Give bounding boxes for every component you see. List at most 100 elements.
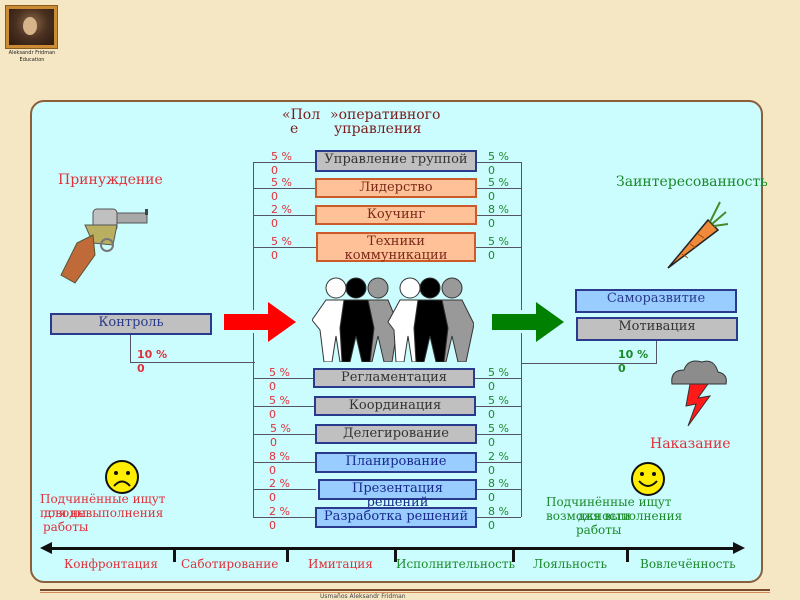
scale-label-5: Вовлечённость [640,557,736,571]
upper-box-label: Техники коммуникации [344,234,448,263]
lower-left-pct: 5 % [269,366,290,379]
lower-right-pct: 5 % [488,422,509,435]
lower-left-pct-zero: 0 [269,380,276,393]
lower-left-pct: 2 % [269,505,290,518]
lower-left-connector [253,378,316,379]
self-development-box: Саморазвитие [575,289,737,313]
title-part2: »оперативного управления [330,107,441,137]
logo-caption: Aleksandr Fridman Education [0,50,64,64]
upper-left-connector [253,162,316,163]
engagement-scale-axis [48,547,736,550]
lower-right-pct: 8 % [488,477,509,490]
upper-left-pct: 2 % [271,203,292,216]
upper-right-connector [476,247,521,248]
footer-text: Usmaños Aleksandr Fridman [320,593,406,600]
lower-right-connector [477,434,521,435]
upper-left-pct-zero: 0 [271,217,278,230]
happy-face-icon [631,462,665,496]
motivation-pct: 10 % [618,348,649,361]
upper-right-connector [477,162,521,163]
lower-right-pct-zero: 0 [488,519,495,532]
lower-box: Делегирование [315,424,477,444]
upper-box: Коучинг [315,205,477,225]
upper-left-pct: 5 % [271,235,292,248]
group-of-people-icon [312,277,474,362]
upper-left-connector [253,247,316,248]
lower-box-label: Регламентация [341,370,447,385]
upper-left-pct-zero: 0 [271,249,278,262]
motivation-connector-h [522,363,657,364]
green-arrow-icon [492,302,564,342]
control-connector-h [130,362,255,363]
lower-right-connector [475,378,521,379]
scale-label-4: Лояльность [533,557,608,571]
red-arrow-icon [224,302,296,342]
happy-caption: Подчинённые ищут возможности для выполне… [546,495,683,537]
control-pct: 10 % [137,348,168,361]
lower-left-pct-zero: 0 [270,436,277,449]
upper-box: Лидерство [315,178,477,198]
upper-box-label: Лидерство [359,180,433,195]
upper-left-pct-zero: 0 [271,164,278,177]
lower-box-label: Разработка решений [323,509,469,524]
upper-right-pct-zero: 0 [488,217,495,230]
lower-right-pct-zero: 0 [488,491,495,504]
lower-box: Презентация решений [318,479,477,510]
motivation-box: Мотивация [576,317,738,341]
scale-label-3: Исполнительность [396,557,516,571]
left-lower-bus [253,333,254,517]
lower-box: Разработка решений [315,507,477,528]
upper-box-label: Коучинг [366,207,426,222]
lower-right-pct: 5 % [488,366,509,379]
lower-box: Планирование [315,452,477,473]
footer-rule [40,589,770,591]
axis-tick [394,548,397,562]
lower-right-pct: 5 % [488,394,509,407]
storm-cloud-lightning-icon [671,360,727,427]
axis-tick [173,548,176,562]
lower-left-pct-zero: 0 [269,464,276,477]
lower-left-connector [253,489,316,490]
axis-right-arrowhead [733,542,745,554]
lower-box: Регламентация [313,368,475,388]
upper-left-connector [253,188,316,189]
upper-left-pct: 5 % [271,150,292,163]
upper-right-connector [477,188,521,189]
punishment-label: Наказание [650,436,731,452]
lower-right-connector [477,489,521,490]
control-pct-zero: 0 [137,362,145,375]
lower-right-pct-zero: 0 [488,380,495,393]
lower-left-connector [253,406,316,407]
lower-left-pct: 8 % [269,450,290,463]
right-lower-bus [521,333,522,517]
scale-label-2: Имитация [308,557,373,571]
sad-face-icon [105,460,139,494]
axis-tick [286,548,289,562]
upper-right-pct-zero: 0 [488,164,495,177]
lower-right-connector [476,406,521,407]
upper-right-pct-zero: 0 [488,190,495,203]
lower-right-pct: 2 % [488,450,509,463]
coercion-label: Принуждение [58,172,163,188]
upper-box: Техники коммуникации [316,232,476,263]
upper-left-connector [253,215,316,216]
right-upper-bus [521,162,522,310]
lower-right-connector [477,517,521,518]
logo-caption-sub: Education [19,57,45,63]
lower-box: Координация [314,396,476,416]
axis-tick [512,548,515,562]
upper-right-pct: 5 % [488,235,509,248]
left-upper-bus [253,162,254,310]
upper-box: Управление группой [315,150,477,172]
lower-box-label: Презентация решений [352,481,443,510]
lower-right-pct-zero: 0 [488,464,495,477]
axis-tick [626,548,629,562]
lower-box-label: Делегирование [343,426,449,441]
lower-right-pct-zero: 0 [488,436,495,449]
portrait-image [9,9,54,45]
revolver-icon [60,208,148,284]
upper-right-connector [477,215,521,216]
upper-left-pct-zero: 0 [271,190,278,203]
upper-right-pct: 5 % [488,176,509,189]
lower-left-pct: 5 % [270,422,291,435]
